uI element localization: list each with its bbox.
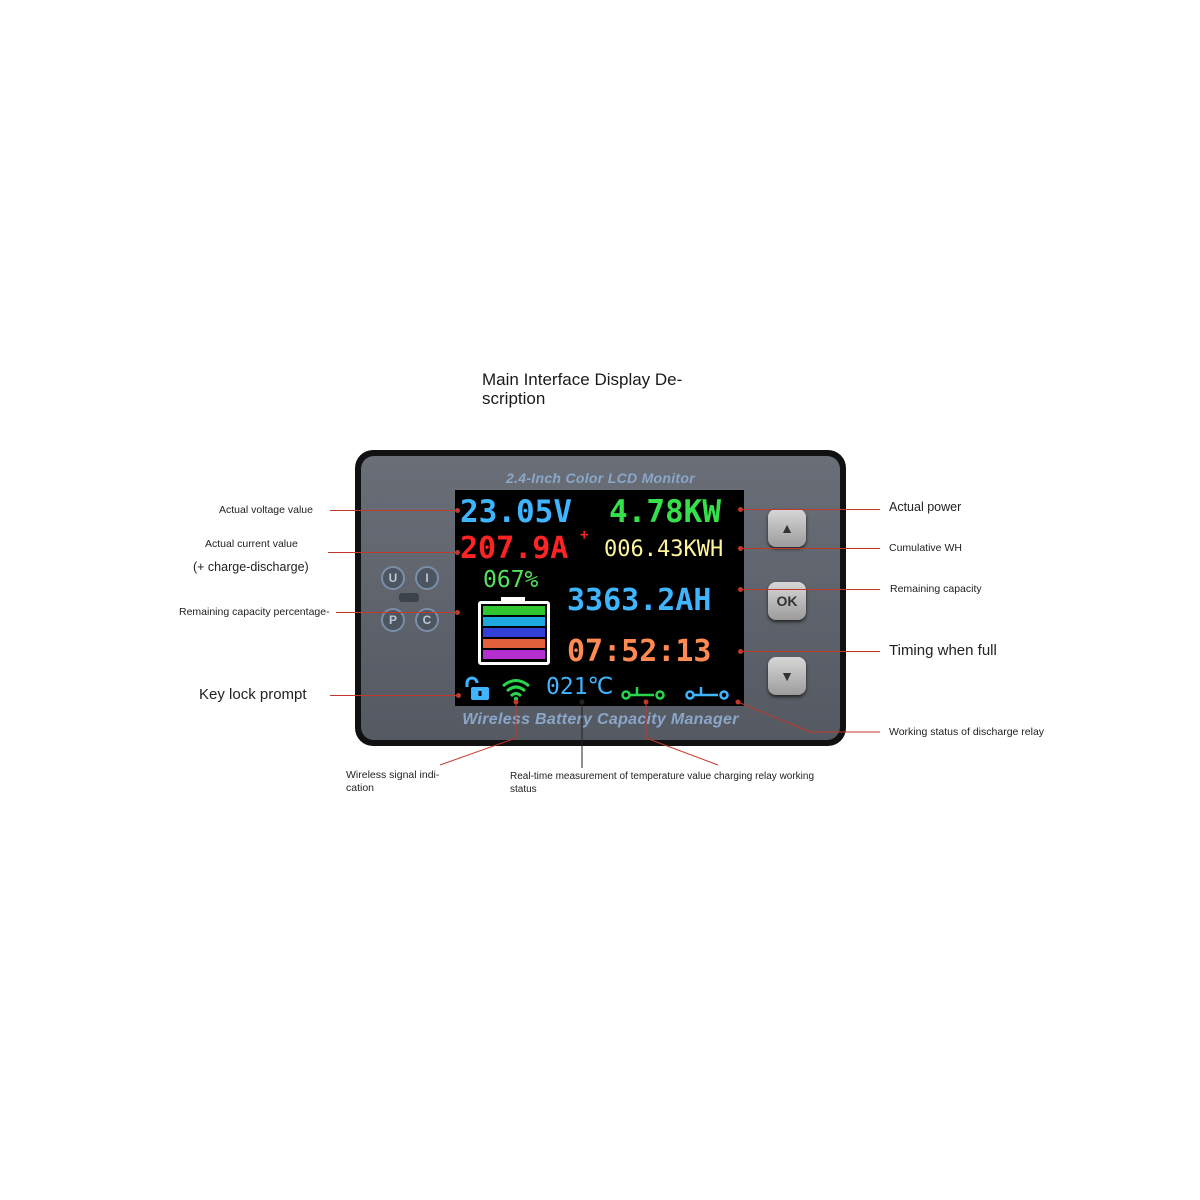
wifi-icon [502, 679, 530, 702]
capacity-percent-readout: 067% [483, 567, 539, 593]
mode-selector [399, 593, 419, 602]
leader-dot-cumulative [738, 546, 743, 551]
leader-dot-voltage [455, 508, 460, 513]
leader-remaining [740, 589, 880, 590]
discharge-relay-icon [685, 687, 729, 700]
charge-relay-icon [621, 687, 665, 700]
annotation-wireless-signal: Wireless signal indi- cation [346, 769, 439, 795]
battery-terminal [501, 597, 525, 601]
heading-line-1: Main Interface Display De- [482, 370, 683, 389]
annotation-actual-power: Actual power [889, 500, 962, 514]
leader-current [328, 552, 457, 553]
annotation-timing-full: Timing when full [889, 642, 997, 659]
up-button[interactable]: ▲ [768, 509, 806, 547]
leader-dot-key-lock [456, 693, 461, 698]
annotation-remaining-capacity: Remaining capacity [890, 583, 982, 595]
annotation-cumulative-wh: Cumulative WH [889, 542, 962, 554]
battery-bar-1 [483, 606, 545, 615]
remaining-ah-readout: 3363.2AH [567, 583, 712, 618]
battery-bar-2 [483, 617, 545, 626]
leader-voltage [330, 510, 457, 511]
wireless-line-1: Wireless signal indi- [346, 769, 440, 781]
unlock-icon [465, 676, 489, 700]
heading-line-2: scription [482, 389, 546, 408]
down-button[interactable]: ▼ [768, 657, 806, 695]
leader-dot-current [455, 550, 460, 555]
voltage-readout: 23.05V [460, 494, 572, 530]
device-top-label: 2.4-Inch Color LCD Monitor [505, 470, 695, 486]
leader-power [740, 509, 880, 510]
temperature-line-1: Real-time measurement of temperature val… [510, 771, 815, 782]
mode-button-i[interactable]: I [415, 566, 439, 590]
annotation-charge-discharge: (+ charge-discharge) [193, 560, 309, 574]
annotation-key-lock: Key lock prompt [199, 686, 307, 703]
annotation-discharge-relay: Working status of discharge relay [889, 726, 1045, 738]
leader-timing [740, 651, 880, 652]
temperature-line-2: status [510, 784, 537, 795]
battery-gauge [478, 601, 550, 665]
power-readout: 4.78KW [609, 494, 721, 530]
mode-button-u[interactable]: U [381, 566, 405, 590]
current-readout: 207.9A [460, 531, 569, 566]
leader-dot-timing [738, 649, 743, 654]
timer-readout: 07:52:13 [567, 634, 712, 669]
battery-bar-3 [483, 628, 545, 637]
device-bottom-label: Wireless Battery Capacity Manager [462, 711, 739, 728]
leader-key-lock [330, 695, 458, 696]
leader-dot-percentage [455, 610, 460, 615]
wireless-line-2: cation [346, 782, 375, 794]
annotation-remaining-percentage: Remaining capacity percentage- [179, 606, 330, 618]
temperature-readout: 021℃ [546, 674, 614, 700]
ok-button[interactable]: OK [768, 582, 806, 620]
battery-bar-5 [483, 650, 545, 659]
annotation-actual-current: Actual current value [205, 538, 298, 550]
leader-dot-remaining [738, 587, 743, 592]
current-sign: + [580, 527, 589, 543]
leader-cumulative [740, 548, 880, 549]
leader-dot-power [738, 507, 743, 512]
cumulative-wh-readout: 006.43KWH [604, 537, 724, 562]
battery-bar-4 [483, 639, 545, 648]
annotation-temperature-charging: Real-time measurement of temperature val… [510, 770, 814, 796]
leader-percentage [336, 612, 457, 613]
annotation-actual-voltage: Actual voltage value [219, 504, 313, 516]
page-heading: Main Interface Display De- scription [482, 370, 712, 408]
